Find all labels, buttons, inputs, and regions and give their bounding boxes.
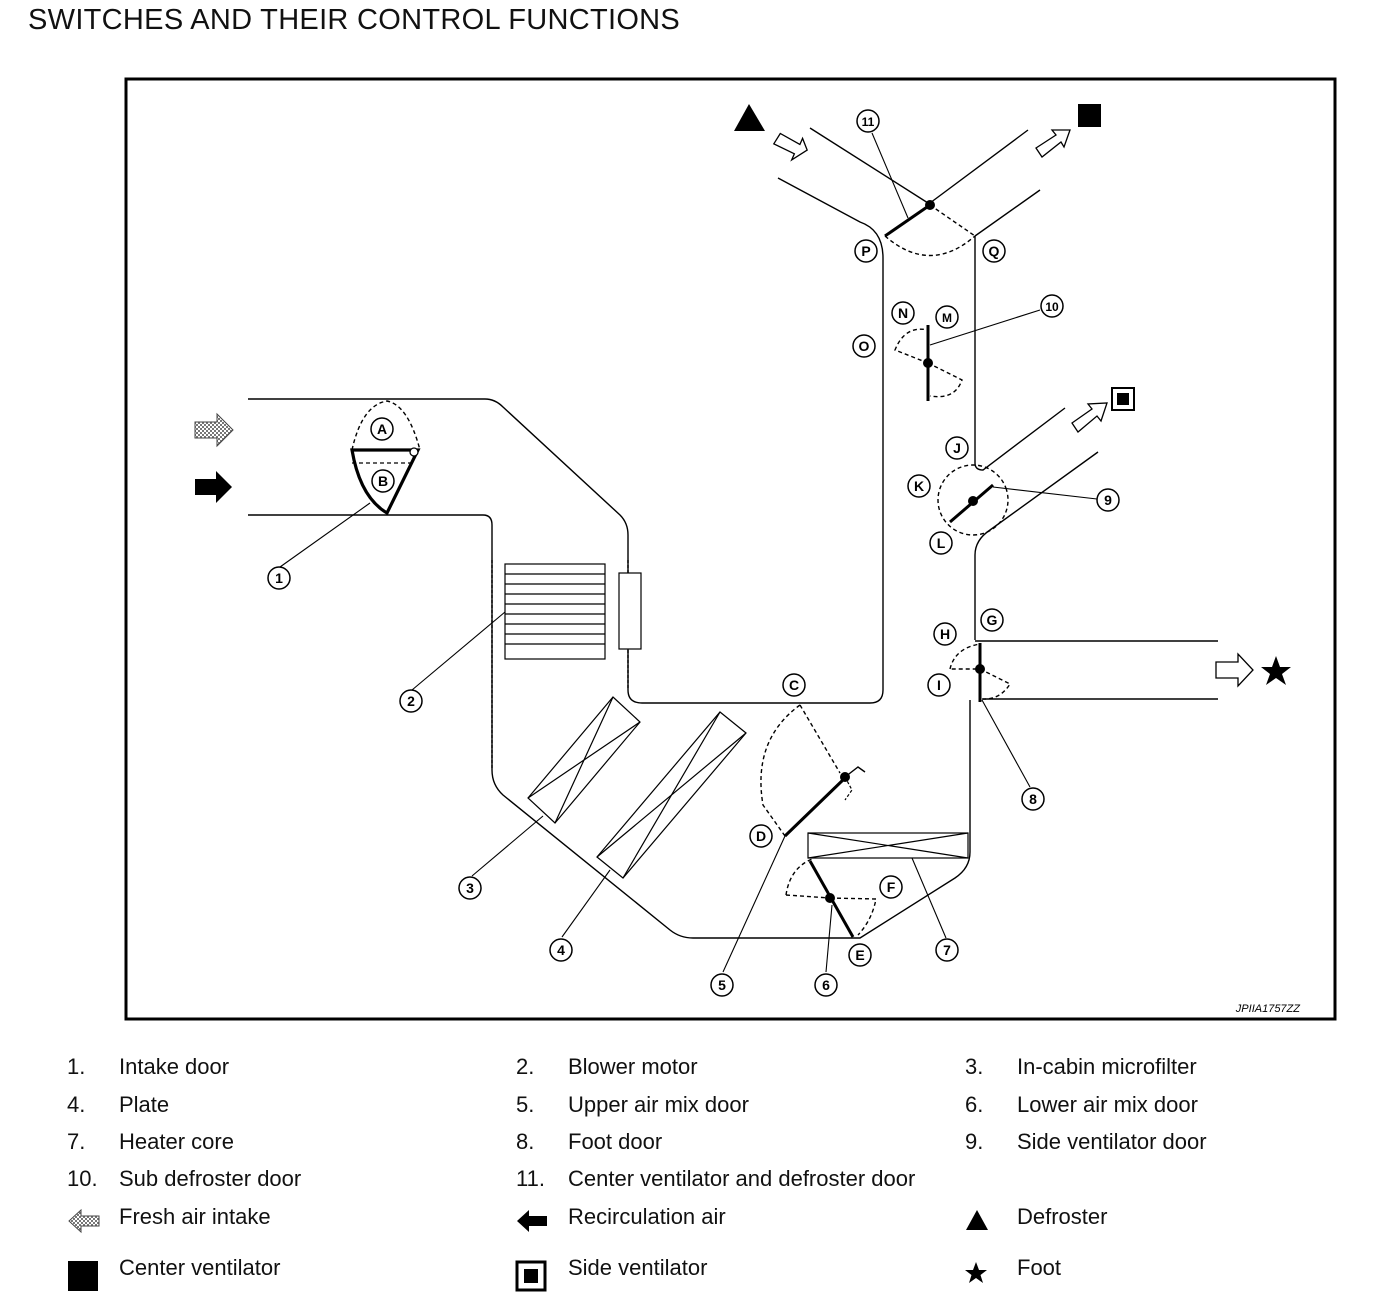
recirculation-air-arrow-icon: [195, 471, 232, 503]
svg-text:Q: Q: [989, 243, 1000, 259]
svg-text:K: K: [914, 478, 924, 494]
position-O: O: [852, 334, 876, 358]
callout-3: 3: [458, 876, 482, 900]
position-H: H: [933, 622, 957, 646]
fresh-air-arrow-icon: [68, 1208, 100, 1234]
svg-text:1: 1: [275, 570, 283, 586]
defroster-outlet-arrow-icon: [772, 132, 808, 162]
svg-text:G: G: [987, 612, 998, 628]
lower-air-mix-door: [785, 858, 877, 938]
boxed-square-icon: [515, 1260, 547, 1292]
figure-id: JPIIA1757ZZ: [1235, 1003, 1301, 1015]
svg-text:3: 3: [466, 880, 474, 896]
callout-1: 1: [267, 566, 291, 590]
svg-text:5: 5: [718, 977, 726, 993]
svg-text:F: F: [887, 879, 896, 895]
callout-5: 5: [710, 973, 734, 997]
position-N: N: [891, 301, 915, 325]
position-B: B: [371, 469, 395, 493]
svg-text:11: 11: [862, 115, 875, 129]
intake-door: [350, 400, 421, 516]
position-M: M: [935, 305, 959, 329]
symbol-label-defroster: Defroster: [1017, 1204, 1108, 1229]
leader-lines: [279, 132, 1098, 973]
svg-text:4: 4: [557, 942, 565, 958]
duct-walls: [248, 127, 1218, 939]
svg-text:H: H: [940, 626, 950, 642]
position-Q: Q: [982, 239, 1006, 263]
position-C: C: [782, 673, 806, 697]
diagram-frame: [124, 77, 1337, 1021]
airflow-diagram: 1 2 3 4 5 6 7 8 9 10 11 A B C D E F G H …: [124, 77, 1337, 1021]
defroster-triangle-icon: [734, 104, 765, 131]
symbol-label-foot: Foot: [1017, 1255, 1062, 1280]
position-E: E: [848, 943, 872, 967]
side-vent-outlet-arrow-icon: [1071, 402, 1108, 433]
position-callouts: A B C D E F G H I J K L M N O P Q: [370, 239, 1006, 967]
svg-text:6: 6: [822, 977, 830, 993]
upper-air-mix-door: [760, 704, 866, 838]
callout-9: 9: [1096, 488, 1120, 512]
position-I: I: [927, 673, 951, 697]
callout-10: 10: [1040, 294, 1064, 318]
blower-motor: [504, 563, 642, 660]
filled-square-icon: [68, 1261, 98, 1291]
triangle-icon: [966, 1210, 988, 1230]
svg-text:C: C: [789, 677, 799, 693]
svg-text:7: 7: [943, 942, 951, 958]
symbol-label-recirculation: Recirculation air: [568, 1204, 726, 1229]
in-cabin-microfilter: [527, 696, 641, 824]
svg-text:I: I: [937, 677, 941, 693]
position-L: L: [929, 531, 953, 555]
side-vent-boxed-square-icon: [1111, 387, 1135, 411]
star-icon: [965, 1262, 987, 1283]
svg-text:N: N: [898, 305, 908, 321]
center-vent-defroster-door: [884, 200, 976, 257]
foot-star-icon: [1261, 656, 1291, 685]
center-vent-outlet-arrow-icon: [1035, 129, 1071, 158]
svg-text:O: O: [859, 338, 870, 354]
svg-text:8: 8: [1029, 791, 1037, 807]
svg-text:M: M: [942, 311, 952, 325]
position-D: D: [749, 824, 773, 848]
symbol-label-side-ventilator: Side ventilator: [568, 1255, 708, 1280]
svg-text:2: 2: [407, 693, 415, 709]
heater-core: [807, 832, 969, 859]
sub-defroster-door: [894, 325, 963, 401]
callout-6: 6: [814, 973, 838, 997]
foot-outlet-arrow-icon: [1215, 652, 1254, 688]
svg-text:L: L: [937, 535, 946, 551]
position-K: K: [907, 474, 931, 498]
svg-text:10: 10: [1045, 300, 1059, 314]
center-vent-square-icon: [1078, 104, 1101, 127]
callout-4: 4: [549, 938, 573, 962]
callouts: 1 2 3 4 5 6 7 8 9 10 11: [267, 109, 1120, 997]
svg-text:B: B: [378, 473, 388, 489]
plate: [596, 711, 747, 879]
foot-door: [949, 643, 1012, 702]
callout-11: 11: [856, 109, 880, 133]
svg-text:D: D: [756, 828, 766, 844]
position-F: F: [879, 875, 903, 899]
svg-text:P: P: [861, 243, 870, 259]
duct-dashed-walls: [491, 560, 629, 770]
svg-text:E: E: [855, 947, 864, 963]
callout-2: 2: [399, 689, 423, 713]
symbol-label-center-ventilator: Center ventilator: [119, 1255, 281, 1280]
callout-7: 7: [935, 938, 959, 962]
symbol-label-fresh-air: Fresh air intake: [119, 1204, 271, 1229]
position-P: P: [854, 239, 878, 263]
position-G: G: [980, 608, 1004, 632]
fresh-air-intake-arrow-icon: [194, 412, 234, 448]
position-J: J: [945, 436, 969, 460]
recirculation-arrow-icon: [517, 1210, 547, 1232]
svg-text:J: J: [953, 440, 961, 456]
position-A: A: [370, 417, 394, 441]
callout-8: 8: [1021, 787, 1045, 811]
svg-text:A: A: [377, 421, 387, 437]
page-title: SWITCHES AND THEIR CONTROL FUNCTIONS: [28, 4, 681, 36]
svg-text:9: 9: [1104, 492, 1112, 508]
